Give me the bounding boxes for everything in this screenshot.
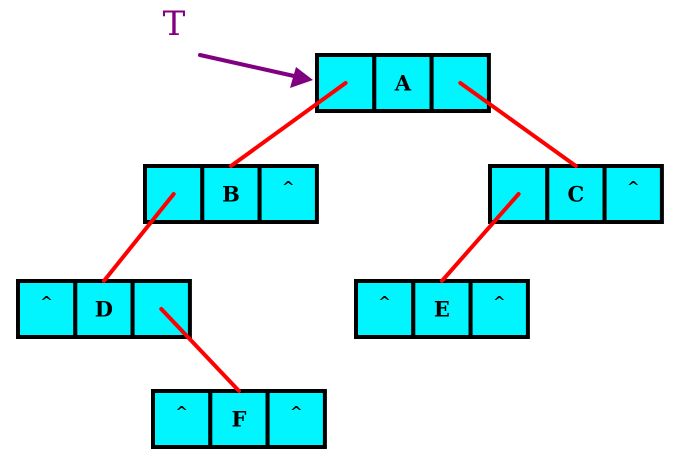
nodes-layer: AB^C^^D^E^^F^ — [16, 53, 664, 449]
node-e-right-null-marker: ^ — [493, 293, 506, 311]
tree-node-d: ^D — [16, 279, 192, 339]
tree-node-b: B^ — [143, 164, 319, 224]
edge-c-e — [439, 192, 521, 283]
node-c-right-child-field — [602, 164, 664, 224]
root-pointer-arrowhead — [290, 67, 313, 88]
tree-node-f: ^ F ^ — [151, 389, 327, 449]
tree-node-c: C^ — [488, 164, 664, 224]
node-f-right-null-marker: ^ — [290, 403, 303, 421]
edge-b-d — [101, 192, 176, 283]
edge-d-f — [159, 307, 241, 393]
root-pointer: T — [163, 4, 313, 88]
node-e-data-field — [411, 279, 473, 339]
node-e-left-child-field — [354, 279, 416, 339]
node-d-left-child-field — [16, 279, 78, 339]
node-f-left-null-marker: ^ — [175, 403, 188, 421]
node-a-data-label: A — [394, 71, 412, 96]
tree-node-a: A — [315, 53, 491, 113]
node-e-right-child-field — [468, 279, 530, 339]
root-pointer-arrow-line — [198, 53, 296, 78]
node-b-data-label: B — [222, 182, 240, 207]
node-b-right-child-field — [257, 164, 319, 224]
node-a-data-field — [372, 53, 434, 113]
tree-node-e: ^ E ^ — [354, 279, 530, 339]
node-c-right-null-marker: ^ — [627, 178, 640, 196]
node-d-data-label: D — [95, 297, 113, 322]
root-pointer-label: T — [163, 4, 186, 44]
node-d-left-null-marker: ^ — [40, 293, 53, 311]
node-e-left-null-marker: ^ — [378, 293, 391, 311]
node-d-data-field — [73, 279, 135, 339]
edges-layer — [101, 81, 578, 393]
node-a-left-child-field — [315, 53, 377, 113]
node-f-data-label: F — [232, 407, 247, 432]
node-c-data-label: C — [568, 182, 585, 207]
node-e-data-label: E — [434, 297, 450, 322]
node-f-right-child-field — [265, 389, 327, 449]
edge-a-c — [458, 81, 578, 168]
edge-a-b — [229, 81, 348, 168]
node-b-right-null-marker: ^ — [282, 178, 295, 196]
